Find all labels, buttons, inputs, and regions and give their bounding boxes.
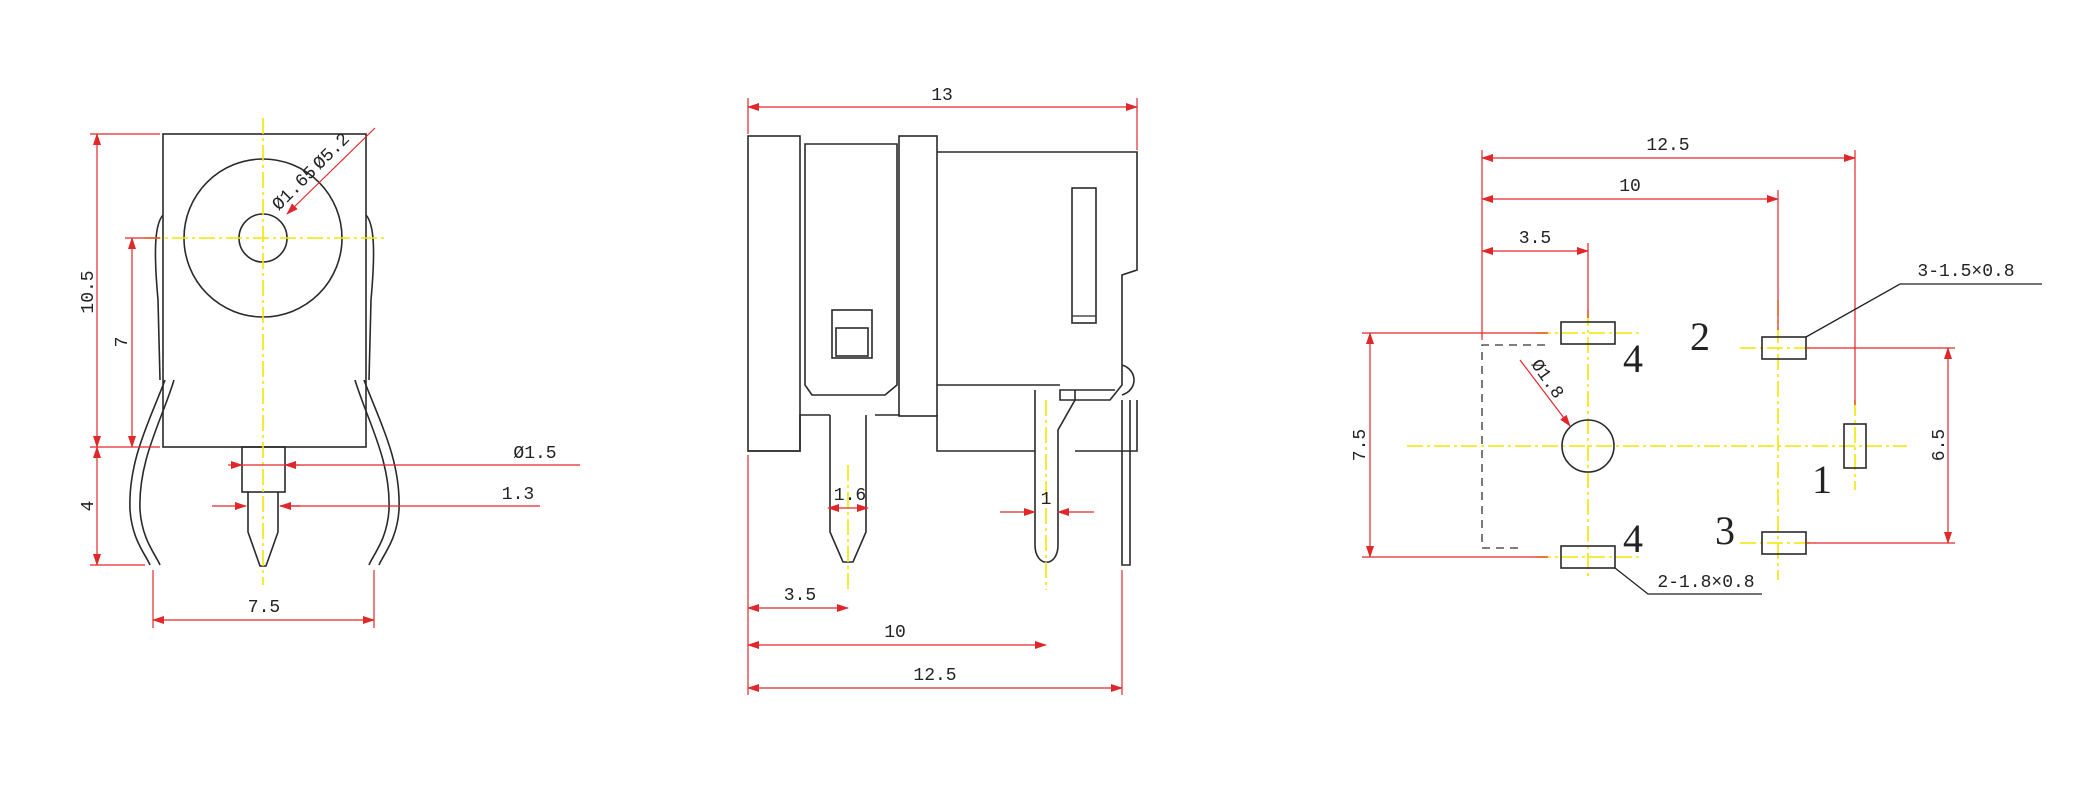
- dim-label-width-mid: 10: [1619, 177, 1641, 197]
- footprint-view: 12.5 10 3.5 7.5 6.5 Ø1.8 3-1.5×0.8 2-1.8…: [1351, 136, 2042, 595]
- front-right-leg-a: [363, 379, 400, 566]
- dim-label-dia-inner: Ø1.65: [269, 163, 321, 215]
- leader-slot-spec-b: [1614, 567, 1762, 595]
- dim-label-offset-a: 3.5: [784, 586, 816, 606]
- pin-number-4-top: 4: [1623, 336, 1643, 381]
- footprint-slot-p4-bottom: [1560, 545, 1616, 569]
- side-window-inner: [835, 327, 869, 357]
- pin-number-1: 1: [1812, 457, 1832, 502]
- dim-label-hole-dia: Ø1.8: [1526, 356, 1567, 403]
- dim-label-height-center: 7: [113, 337, 133, 348]
- dim-label-pin-spacing: 7.5: [248, 598, 280, 618]
- side-top-slot: [1071, 187, 1097, 324]
- side-inner-housing: [804, 143, 898, 396]
- side-window-outer: [831, 309, 873, 359]
- dim-label-pin-tip: 1.3: [502, 485, 534, 505]
- dim-label-offset-b: 10: [884, 623, 906, 643]
- dim-label-dia-outer: Ø5.2: [310, 130, 355, 175]
- dim-label-pin-dia: Ø1.5: [513, 444, 556, 464]
- front-left-lug: [154, 214, 164, 381]
- leader-hole-dia: [1519, 359, 1571, 427]
- pin-number-3: 3: [1715, 508, 1735, 553]
- front-left-leg-b: [139, 379, 175, 566]
- pin-number-2: 2: [1690, 314, 1710, 359]
- side-base: [748, 400, 1138, 452]
- dim-label-slot-spec-a: 3-1.5×0.8: [1917, 262, 2014, 282]
- dim-label-height-total: 10.5: [79, 270, 99, 313]
- dim-label-height-right: 6.5: [1930, 429, 1950, 461]
- dim-label-height-left: 7.5: [1351, 429, 1371, 461]
- footprint-slot-p4-top: [1560, 321, 1616, 345]
- dim-label-offset-c: 12.5: [913, 666, 956, 686]
- side-left-flange: [747, 135, 801, 452]
- dim-label-slot-spec-b: 2-1.8×0.8: [1657, 573, 1754, 593]
- side-bump: [1121, 364, 1135, 396]
- pin-number-4-bottom: 4: [1623, 516, 1643, 561]
- side-right-body: [937, 151, 1138, 401]
- dim-label-pin-width-a: 1.6: [834, 486, 866, 506]
- dim-label-width-near: 3.5: [1519, 229, 1551, 249]
- dim-label-pin-length: 4: [79, 501, 99, 512]
- leader-dia-outer: [286, 127, 376, 215]
- footprint-round-hole: [1561, 419, 1615, 473]
- side-back-pin: [1121, 400, 1131, 566]
- side-mid-pin: [1034, 390, 1076, 563]
- front-right-leg-b: [354, 379, 390, 566]
- dim-label-pin-width-b: 1: [1041, 490, 1052, 510]
- side-middle-post: [898, 135, 938, 417]
- footprint-slot-p1: [1843, 423, 1867, 469]
- leader-slot-spec-a: [1805, 283, 2042, 338]
- footprint-body-outline: [1481, 344, 1545, 549]
- side-view: 13 1.6 1 3.5 10 12.5: [747, 86, 1138, 695]
- dim-label-length-total: 13: [931, 86, 953, 106]
- front-right-lug: [365, 214, 375, 381]
- front-view: 10.5 7 4 7.5 Ø5.2 Ø1.65 Ø1.5 1.3: [79, 118, 580, 628]
- front-left-leg-a: [129, 379, 166, 566]
- dim-label-width-total: 12.5: [1646, 136, 1689, 156]
- front-body-outline: [162, 133, 367, 448]
